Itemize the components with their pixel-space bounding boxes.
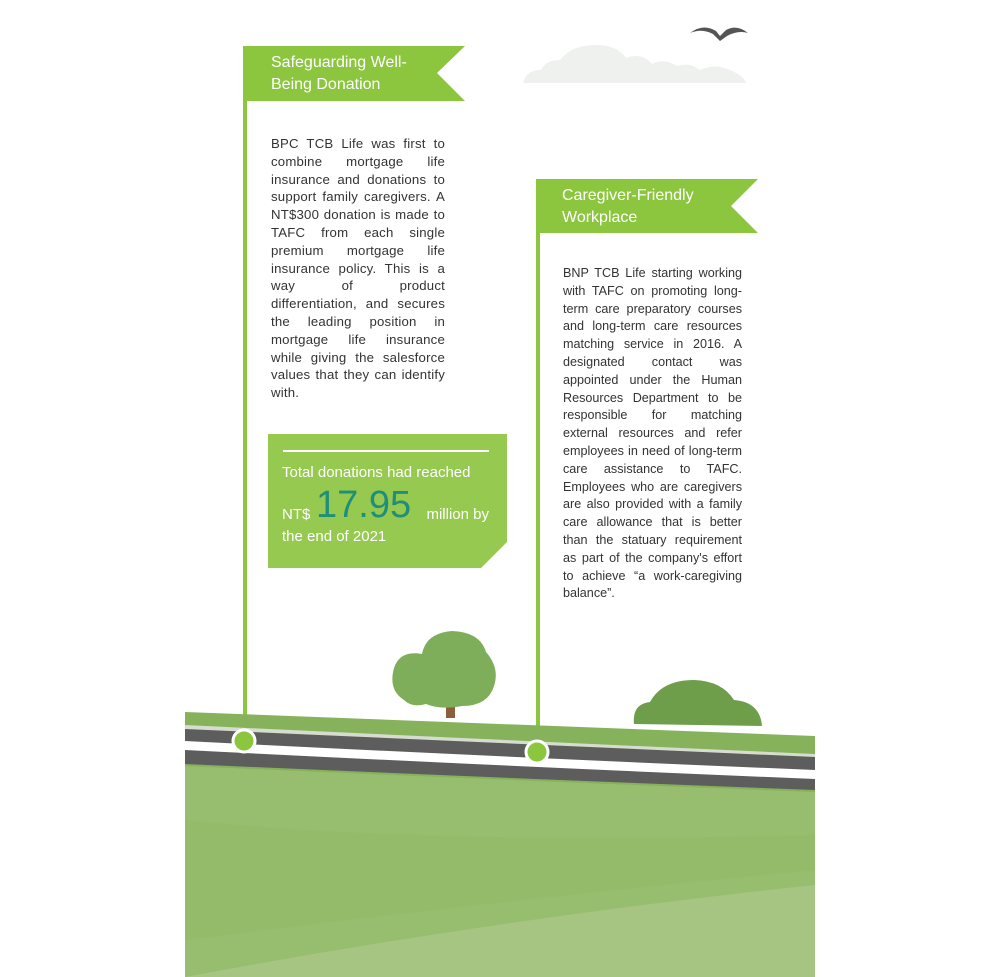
stat-box — [268, 434, 507, 568]
stat-line2: NT$ 17.95 million by — [282, 484, 489, 527]
cloud-icon — [523, 44, 746, 83]
stat-line1: Total donations had reached — [282, 464, 471, 481]
flag-left-pole — [243, 101, 247, 741]
flag-left-title-line2: Being Donation — [271, 76, 381, 93]
flag-left-title: Safeguarding Well- Being Donation — [271, 52, 407, 96]
flag-right-banner — [536, 179, 758, 233]
section-right-body: BNP TCB Life starting working with TAFC … — [563, 266, 742, 601]
flag-left-title-line1: Safeguarding Well- — [271, 54, 407, 71]
bird-icon — [690, 27, 748, 41]
stat-suffix: million by — [426, 506, 489, 523]
road-stripe-main — [185, 741, 815, 779]
flag-right-pole — [536, 233, 540, 748]
flag-right-title: Caregiver-Friendly Workplace — [562, 185, 694, 229]
section-left-body: BPC TCB Life was first to combine mortga… — [271, 136, 445, 401]
bush-icon — [633, 680, 762, 726]
stat-prefix: NT$ — [282, 506, 311, 523]
flag-right-title-line1: Caregiver-Friendly — [562, 187, 694, 204]
tree-icon — [392, 631, 496, 708]
milestone-dot-icon — [524, 739, 550, 765]
stat-number: 17.95 — [316, 484, 412, 526]
grass-darker-slope — [185, 820, 815, 940]
grass-foreground — [185, 885, 815, 977]
flag-left-banner — [243, 46, 465, 101]
road-stripe-top — [185, 725, 815, 757]
flag-right-title-line2: Workplace — [562, 209, 638, 226]
stat-box-rule — [283, 450, 489, 452]
stat-line3: the end of 2021 — [282, 528, 387, 545]
milestone-dot-icon — [231, 728, 257, 754]
stat-box-text: Total donations had reached NT$ 17.95 mi… — [282, 463, 489, 547]
